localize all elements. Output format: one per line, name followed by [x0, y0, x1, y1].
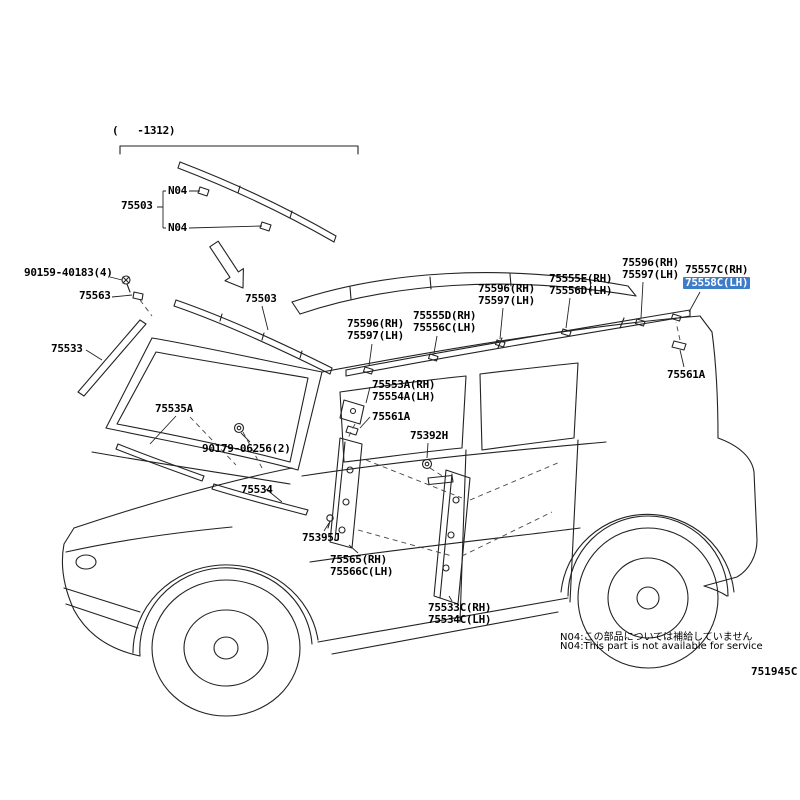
- part-label[interactable]: 75597(LH): [478, 294, 535, 307]
- dashed-lines: [139, 299, 681, 557]
- part-label[interactable]: 75555E(RH): [549, 272, 613, 285]
- part-label[interactable]: 90159-40183(4): [24, 266, 113, 279]
- clip-icon: [494, 339, 506, 348]
- part-label[interactable]: 75557C(RH): [685, 263, 749, 276]
- diagram-code: 751945C: [751, 665, 798, 678]
- part-label[interactable]: 75597(LH): [622, 268, 679, 281]
- part-label[interactable]: 75395J: [302, 531, 340, 544]
- bolt-icon: [121, 275, 131, 293]
- leader-lines: [85, 190, 701, 602]
- part-label[interactable]: 75596(RH): [478, 282, 535, 295]
- exploded-parts-art: [77, 145, 691, 605]
- part-label[interactable]: 75534C(LH): [428, 613, 492, 626]
- part-label[interactable]: 75533: [51, 342, 83, 355]
- part-label[interactable]: 90179-06256(2): [202, 442, 291, 455]
- part-label[interactable]: 75534: [241, 483, 273, 496]
- part-label[interactable]: 75596(RH): [347, 317, 404, 330]
- applicability-bracket: [119, 145, 359, 155]
- clip-icon: [326, 514, 334, 529]
- clip-icon: [345, 425, 359, 436]
- direction-arrow-icon: [209, 240, 244, 289]
- note-ref-n04: N04: [168, 184, 187, 197]
- part-label[interactable]: 75561A: [372, 410, 410, 423]
- clip-n04-icon: [197, 186, 210, 197]
- applicability-range: ( -1312): [112, 124, 176, 137]
- part-label[interactable]: 75556C(LH): [413, 321, 477, 334]
- clip-icon: [560, 328, 572, 337]
- clip-icon: [427, 353, 439, 362]
- part-label[interactable]: 75561A: [667, 368, 705, 381]
- clip-n04-icon: [259, 221, 272, 232]
- clip-icon: [670, 313, 682, 322]
- note-ref-n04: N04: [168, 221, 187, 234]
- vehicle-art: [61, 272, 758, 717]
- part-label[interactable]: 75535A: [155, 402, 193, 415]
- part-label[interactable]: 75553A(RH): [372, 378, 436, 391]
- part-label[interactable]: 75392H: [410, 429, 448, 442]
- note-japanese: N04:この部品については補給していません: [560, 632, 753, 643]
- nut-icon: [233, 422, 245, 434]
- part-label[interactable]: 75556D(LH): [549, 284, 613, 297]
- clip-icon: [634, 318, 646, 327]
- clip-icon: [671, 340, 687, 351]
- part-label[interactable]: 75597(LH): [347, 329, 404, 342]
- note-english: N04:This part is not available for servi…: [560, 641, 763, 652]
- part-label[interactable]: 75558C(LH): [683, 276, 751, 289]
- part-label[interactable]: 75533C(RH): [428, 601, 492, 614]
- clip-icon: [132, 291, 144, 301]
- part-label[interactable]: 75596(RH): [622, 256, 679, 269]
- part-label[interactable]: 75566C(LH): [330, 565, 394, 578]
- part-label[interactable]: 75503: [121, 199, 153, 212]
- part-label[interactable]: 75565(RH): [330, 553, 387, 566]
- part-label[interactable]: 75503: [245, 292, 277, 305]
- grommet-icon: [421, 458, 433, 470]
- part-label[interactable]: 75555D(RH): [413, 309, 477, 322]
- part-label[interactable]: 75554A(LH): [372, 390, 436, 403]
- part-label[interactable]: 75563: [79, 289, 111, 302]
- clip-icon: [362, 366, 374, 375]
